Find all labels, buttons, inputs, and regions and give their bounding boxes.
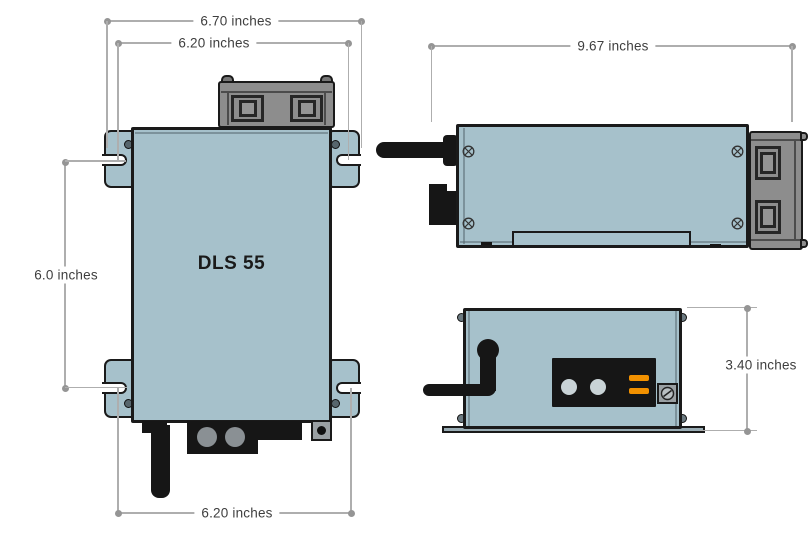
- leader-line: [65, 160, 126, 162]
- terminal-stud-left: [197, 427, 217, 447]
- mounting-slot-bottom-left: [102, 382, 127, 394]
- cable-boot-side: [443, 135, 458, 166]
- terminal-hole-left: [561, 379, 577, 395]
- dc-connector-socket-right-inner: [298, 100, 316, 117]
- power-cable-end-horizontal: [423, 384, 496, 396]
- screw-cross-icon: [731, 217, 744, 230]
- power-cable-end-cap: [477, 339, 499, 361]
- edge-mark-right: [710, 244, 721, 247]
- dimension-label-967: 9.67 inches: [570, 37, 656, 55]
- extension-line: [430, 46, 432, 122]
- enclosure-edge-line: [135, 132, 328, 134]
- dim-dot: [347, 509, 355, 517]
- top-view: DLS 55 6.70 inches 6.20 inches 6.0 inche…: [0, 0, 400, 543]
- end-view: 3.40 inches: [0, 280, 809, 543]
- dim-dot: [114, 509, 122, 517]
- connector-pin-bottom: [800, 239, 808, 248]
- screw-cross-icon: [462, 217, 475, 230]
- enclosure-side-view: [456, 124, 749, 248]
- extension-line: [350, 388, 352, 513]
- leader-line: [687, 306, 757, 309]
- power-cable: [151, 425, 170, 498]
- side-edge-line-left: [463, 128, 465, 244]
- connector-pin-top: [800, 132, 808, 141]
- screw-slot-icon: [660, 386, 675, 401]
- mounting-slot-top-left: [102, 154, 127, 166]
- dimension-label-340: 3.40 inches: [718, 356, 804, 374]
- dc-connector-side-seam-right: [794, 139, 796, 241]
- end-edge-line-right: [675, 311, 677, 426]
- leader-line: [700, 429, 757, 432]
- power-cable-end-vertical: [480, 351, 496, 391]
- fuse-indicator-bottom: [629, 388, 649, 394]
- screw-cross-icon: [731, 145, 744, 158]
- fuse-indicator-top: [629, 375, 649, 381]
- terminal-stud-right: [225, 427, 245, 447]
- end-edge-line-left: [468, 311, 470, 426]
- dc-socket-side-top-inner: [760, 152, 776, 174]
- mounting-slot-bottom-right: [336, 382, 361, 394]
- dc-connector-side-seam-top: [751, 139, 800, 141]
- dim-dot: [61, 384, 69, 392]
- dc-connector-seam-left: [227, 91, 229, 125]
- recessed-panel: [512, 231, 691, 247]
- dim-dot: [743, 427, 751, 435]
- connector-step-side: [429, 184, 447, 194]
- dc-socket-side-bottom-inner: [760, 206, 776, 228]
- product-label: DLS 55: [197, 253, 266, 274]
- dc-socket-side-bottom: [755, 200, 781, 234]
- dc-connector-seam: [221, 91, 332, 93]
- dc-connector-seam-right: [324, 91, 326, 125]
- dc-socket-side-top: [755, 146, 781, 180]
- extension-line: [791, 46, 793, 122]
- extension-line: [106, 21, 108, 148]
- dim-dot: [743, 304, 751, 312]
- extension-line: [117, 43, 119, 160]
- dimension-label-60: 6.0 inches: [27, 266, 105, 284]
- dimension-label-620-top: 6.20 inches: [171, 34, 257, 52]
- ground-lug-hole: [317, 426, 326, 435]
- side-view: 9.67 inches: [376, 37, 808, 250]
- connector-block-side: [429, 191, 458, 225]
- power-cable-side: [376, 142, 446, 158]
- dc-connector-socket-left-inner: [239, 100, 257, 117]
- edge-mark-left: [481, 242, 492, 245]
- extension-line: [360, 21, 362, 148]
- dimension-label-620-bottom: 6.20 inches: [194, 504, 280, 522]
- enclosure-top-view: [131, 127, 332, 423]
- dimension-label-670: 6.70 inches: [193, 12, 279, 30]
- leader-line: [65, 386, 127, 388]
- extension-line: [347, 43, 349, 160]
- terminal-hole-right: [590, 379, 606, 395]
- dim-dot: [61, 158, 69, 166]
- screw-cross-icon: [462, 145, 475, 158]
- extension-line: [117, 388, 119, 513]
- dc-connector-side-seam-bottom: [751, 239, 800, 241]
